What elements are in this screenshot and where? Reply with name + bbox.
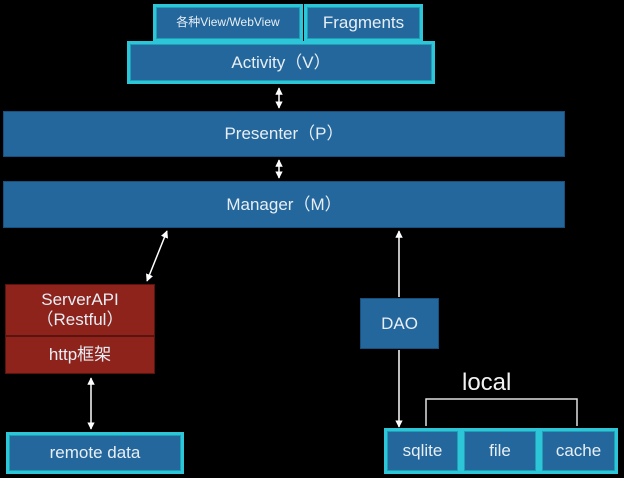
- manager-box: Manager（M）: [3, 181, 565, 228]
- views-box: 各种View/WebView: [153, 4, 303, 42]
- dao-label: DAO: [381, 313, 418, 333]
- activity-box: Activity（V）: [127, 41, 435, 84]
- local-bracket: [425, 398, 578, 426]
- restful-label: （Restful）: [36, 310, 124, 329]
- fragments-label: Fragments: [322, 13, 405, 33]
- fragments-box: Fragments: [304, 4, 423, 42]
- presenter-label: Presenter（P）: [224, 124, 344, 144]
- store-sqlite-label: sqlite: [402, 441, 443, 461]
- http-framework-box: http框架: [5, 336, 155, 374]
- dao-box: DAO: [360, 298, 439, 349]
- server-api-label: ServerAPI: [41, 290, 119, 310]
- store-cache-label: cache: [555, 441, 602, 461]
- activity-label: Activity（V）: [231, 52, 331, 72]
- server-api-box: ServerAPI （Restful）: [5, 284, 155, 336]
- store-cache: cache: [539, 428, 618, 474]
- presenter-box: Presenter（P）: [3, 111, 565, 157]
- store-file-label: file: [489, 441, 511, 461]
- store-file: file: [461, 428, 539, 474]
- views-label: 各种View/WebView: [176, 15, 280, 30]
- remote-data-label: remote data: [49, 443, 141, 463]
- remote-data-box: remote data: [6, 432, 184, 474]
- manager-label: Manager（M）: [226, 194, 342, 214]
- store-sqlite: sqlite: [384, 428, 461, 474]
- local-group-label: local: [462, 369, 512, 396]
- http-framework-label: http框架: [48, 345, 112, 365]
- arrow-manager-serverapi: [146, 230, 168, 282]
